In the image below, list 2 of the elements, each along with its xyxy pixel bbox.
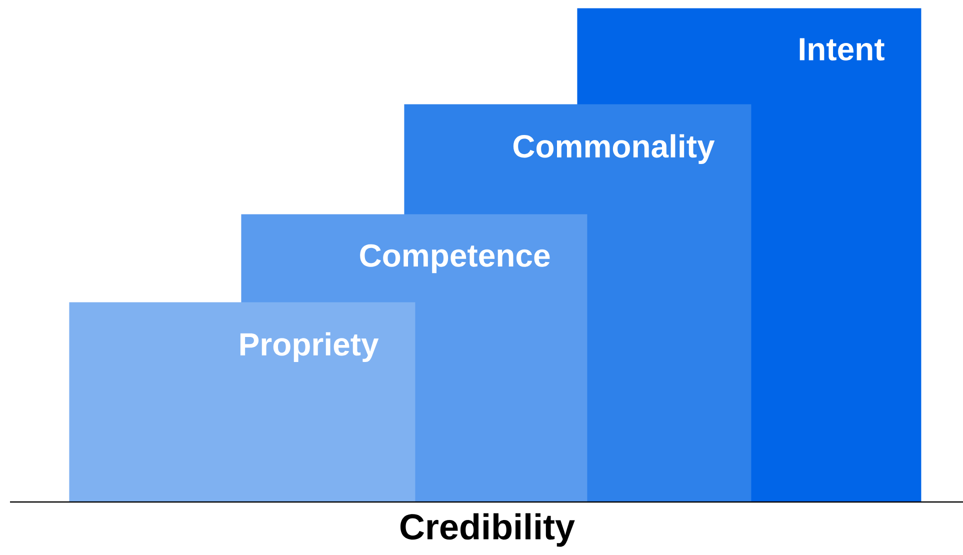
step-box: Propriety bbox=[69, 302, 416, 502]
axis-title: Credibility bbox=[400, 513, 575, 547]
